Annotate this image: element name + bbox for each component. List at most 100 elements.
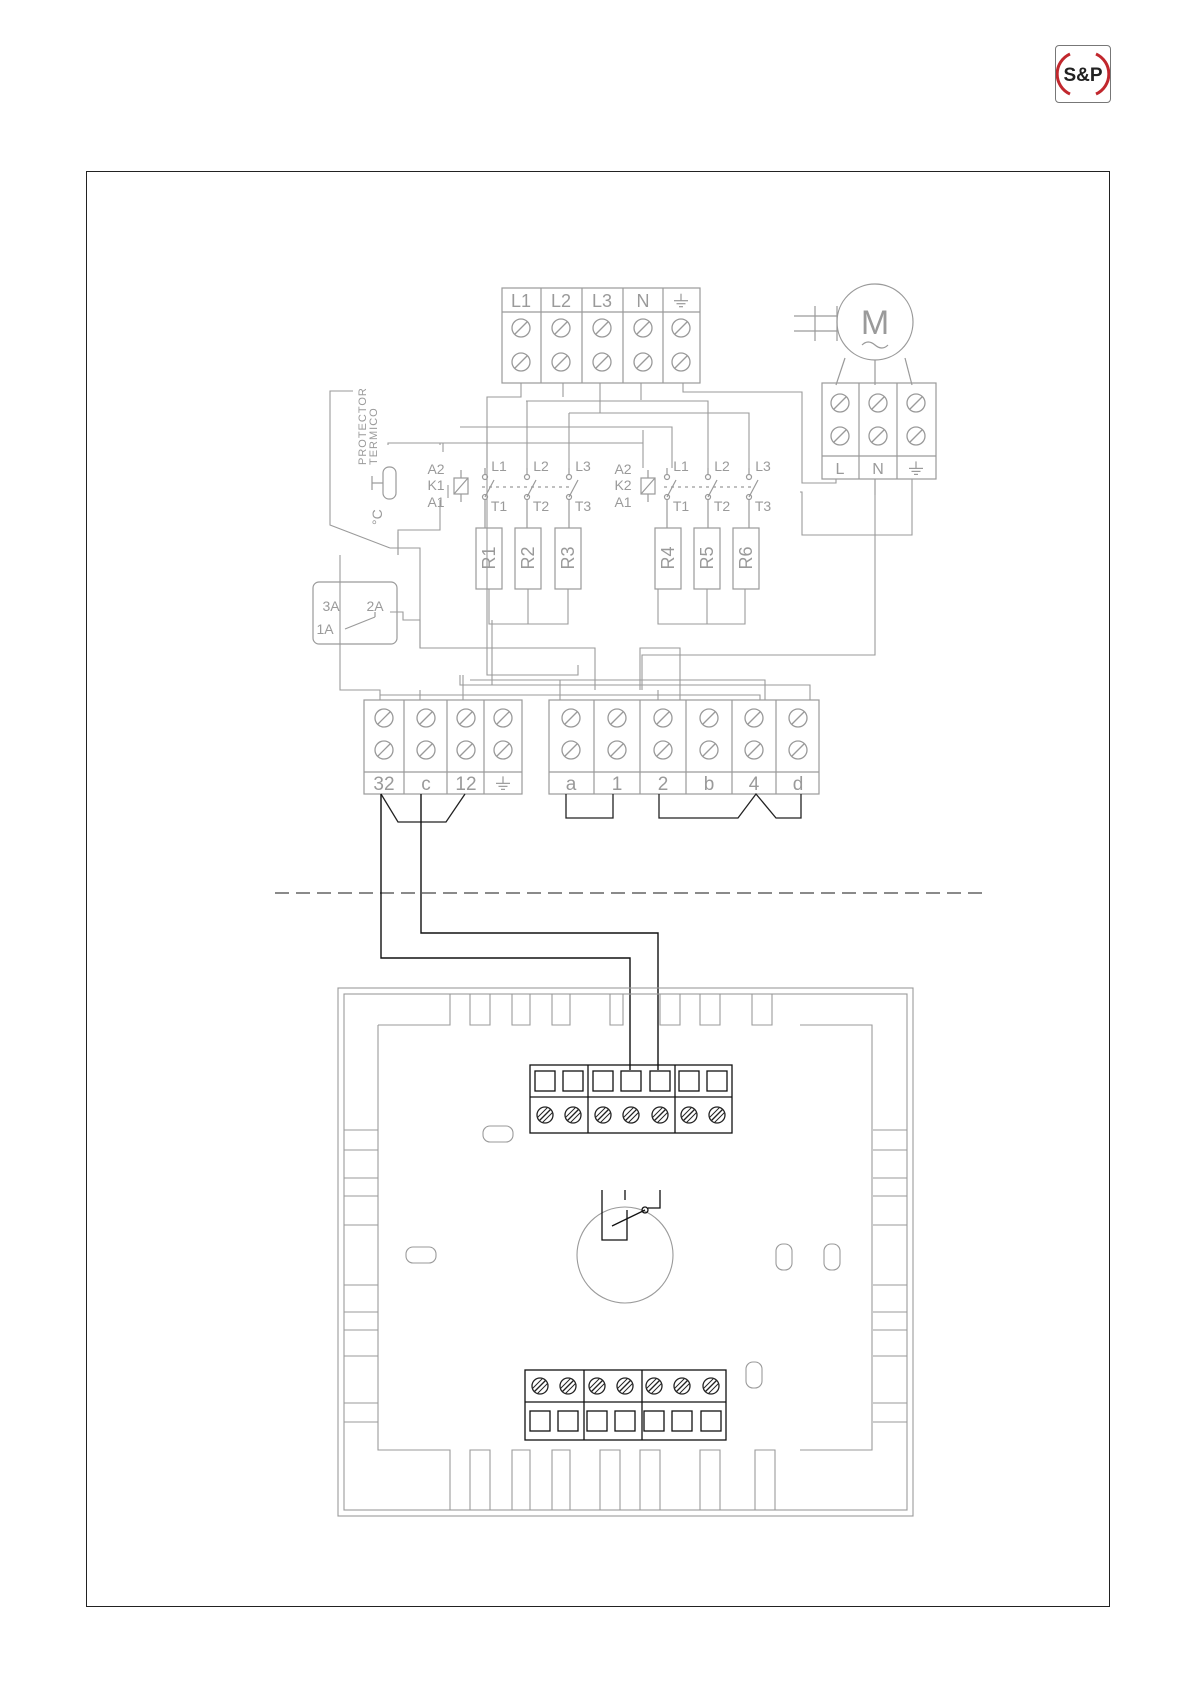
thermostat-bottom-terminals xyxy=(530,1378,721,1431)
control-terminal-label: 12 xyxy=(455,774,476,795)
earth-icon xyxy=(909,461,923,474)
resistor-bus xyxy=(489,589,745,624)
contactor-load-label: T3 xyxy=(755,498,772,514)
contactor-k1: A2K1A1L1T1L2T2L3T3 xyxy=(427,458,591,528)
resistor-label: R6 xyxy=(736,546,756,569)
terminal-slot xyxy=(530,1411,550,1431)
terminal-slot xyxy=(679,1071,699,1091)
mains-terminal-label: L1 xyxy=(511,291,531,311)
screw-icon xyxy=(562,709,580,727)
screw-icon xyxy=(595,1107,611,1123)
screw-icon xyxy=(681,1107,697,1123)
screw-icon xyxy=(831,394,849,412)
contactor-line-label: L1 xyxy=(673,458,689,474)
relay-pin-label: 1A xyxy=(316,621,334,637)
thermostat-wires xyxy=(381,794,658,1070)
screw-icon xyxy=(745,741,763,759)
screw-icon xyxy=(457,709,475,727)
terminal-slot xyxy=(593,1071,613,1091)
screw-icon xyxy=(634,319,652,337)
control-terminal-label: d xyxy=(793,774,804,795)
screw-icon xyxy=(623,1107,639,1123)
screw-icon xyxy=(789,709,807,727)
thermal-protector-label: PROTECTORTERMICO xyxy=(357,387,380,465)
terminal-slot xyxy=(672,1411,692,1431)
thermostat-base xyxy=(338,988,913,1516)
temperature-symbol: °C xyxy=(369,509,385,525)
screw-icon xyxy=(703,1378,719,1394)
control-terminal-right-block xyxy=(549,700,819,794)
resistor-label: R1 xyxy=(479,546,499,569)
screw-icon xyxy=(608,741,626,759)
terminal-slot xyxy=(563,1071,583,1091)
terminal-bridges xyxy=(381,794,801,822)
screw-icon xyxy=(512,319,530,337)
screw-icon xyxy=(700,709,718,727)
contactor-load-label: T2 xyxy=(533,498,550,514)
motor xyxy=(794,284,913,385)
control-terminal-label: a xyxy=(566,774,577,795)
contactor-line-label: L2 xyxy=(533,458,549,474)
screw-icon xyxy=(831,427,849,445)
relay-pin-label: 2A xyxy=(366,598,384,614)
wiring-lines xyxy=(330,383,912,700)
screw-icon xyxy=(634,353,652,371)
thermal-protector-symbol xyxy=(372,467,396,499)
screw-icon xyxy=(562,741,580,759)
terminal-slot xyxy=(707,1071,727,1091)
coil-label: A1 xyxy=(614,494,631,510)
control-terminal-label: 32 xyxy=(373,774,394,795)
screw-icon xyxy=(417,741,435,759)
resistor-label: R3 xyxy=(558,546,578,569)
screw-icon xyxy=(565,1107,581,1123)
screw-icon xyxy=(869,427,887,445)
relay-pin-label: 3A xyxy=(322,598,340,614)
contactor-load-label: T2 xyxy=(714,498,731,514)
resistor-label: R2 xyxy=(518,546,538,569)
screw-icon xyxy=(674,1378,690,1394)
contactor-name: K1 xyxy=(427,477,444,493)
earth-icon xyxy=(496,776,510,789)
screw-icon xyxy=(494,709,512,727)
earth-icon xyxy=(674,294,688,307)
contactor-line-label: L3 xyxy=(755,458,771,474)
screw-icon xyxy=(494,741,512,759)
mains-terminal-label: L3 xyxy=(592,291,612,311)
control-terminal-label: c xyxy=(421,774,431,795)
screw-icon xyxy=(654,709,672,727)
screw-icon xyxy=(652,1107,668,1123)
control-terminal-label: 1 xyxy=(612,774,623,795)
screw-icon xyxy=(700,741,718,759)
screw-icon xyxy=(589,1378,605,1394)
screw-icon xyxy=(869,394,887,412)
motor-terminal-label: N xyxy=(872,461,884,478)
screw-icon xyxy=(672,319,690,337)
screw-icon xyxy=(617,1378,633,1394)
screw-icon xyxy=(654,741,672,759)
mains-terminal-label: L2 xyxy=(551,291,571,311)
control-screws xyxy=(375,709,807,759)
contactor-line-label: L1 xyxy=(491,458,507,474)
terminal-slot xyxy=(621,1071,641,1091)
terminal-slot xyxy=(535,1071,555,1091)
screw-icon xyxy=(907,427,925,445)
terminal-slot xyxy=(644,1411,664,1431)
screw-icon xyxy=(375,741,393,759)
control-terminal-label: b xyxy=(704,774,715,795)
contactor-line-label: L2 xyxy=(714,458,730,474)
terminal-slot xyxy=(558,1411,578,1431)
screw-icon xyxy=(512,353,530,371)
screw-icon xyxy=(745,709,763,727)
screw-icon xyxy=(709,1107,725,1123)
contactor-line-label: L3 xyxy=(575,458,591,474)
contactor-name: K2 xyxy=(614,477,631,493)
screw-icon xyxy=(552,319,570,337)
screw-icon xyxy=(532,1378,548,1394)
terminal-slot xyxy=(615,1411,635,1431)
screw-icon xyxy=(646,1378,662,1394)
control-terminal-labels: 32c12a12b4d xyxy=(373,774,803,795)
